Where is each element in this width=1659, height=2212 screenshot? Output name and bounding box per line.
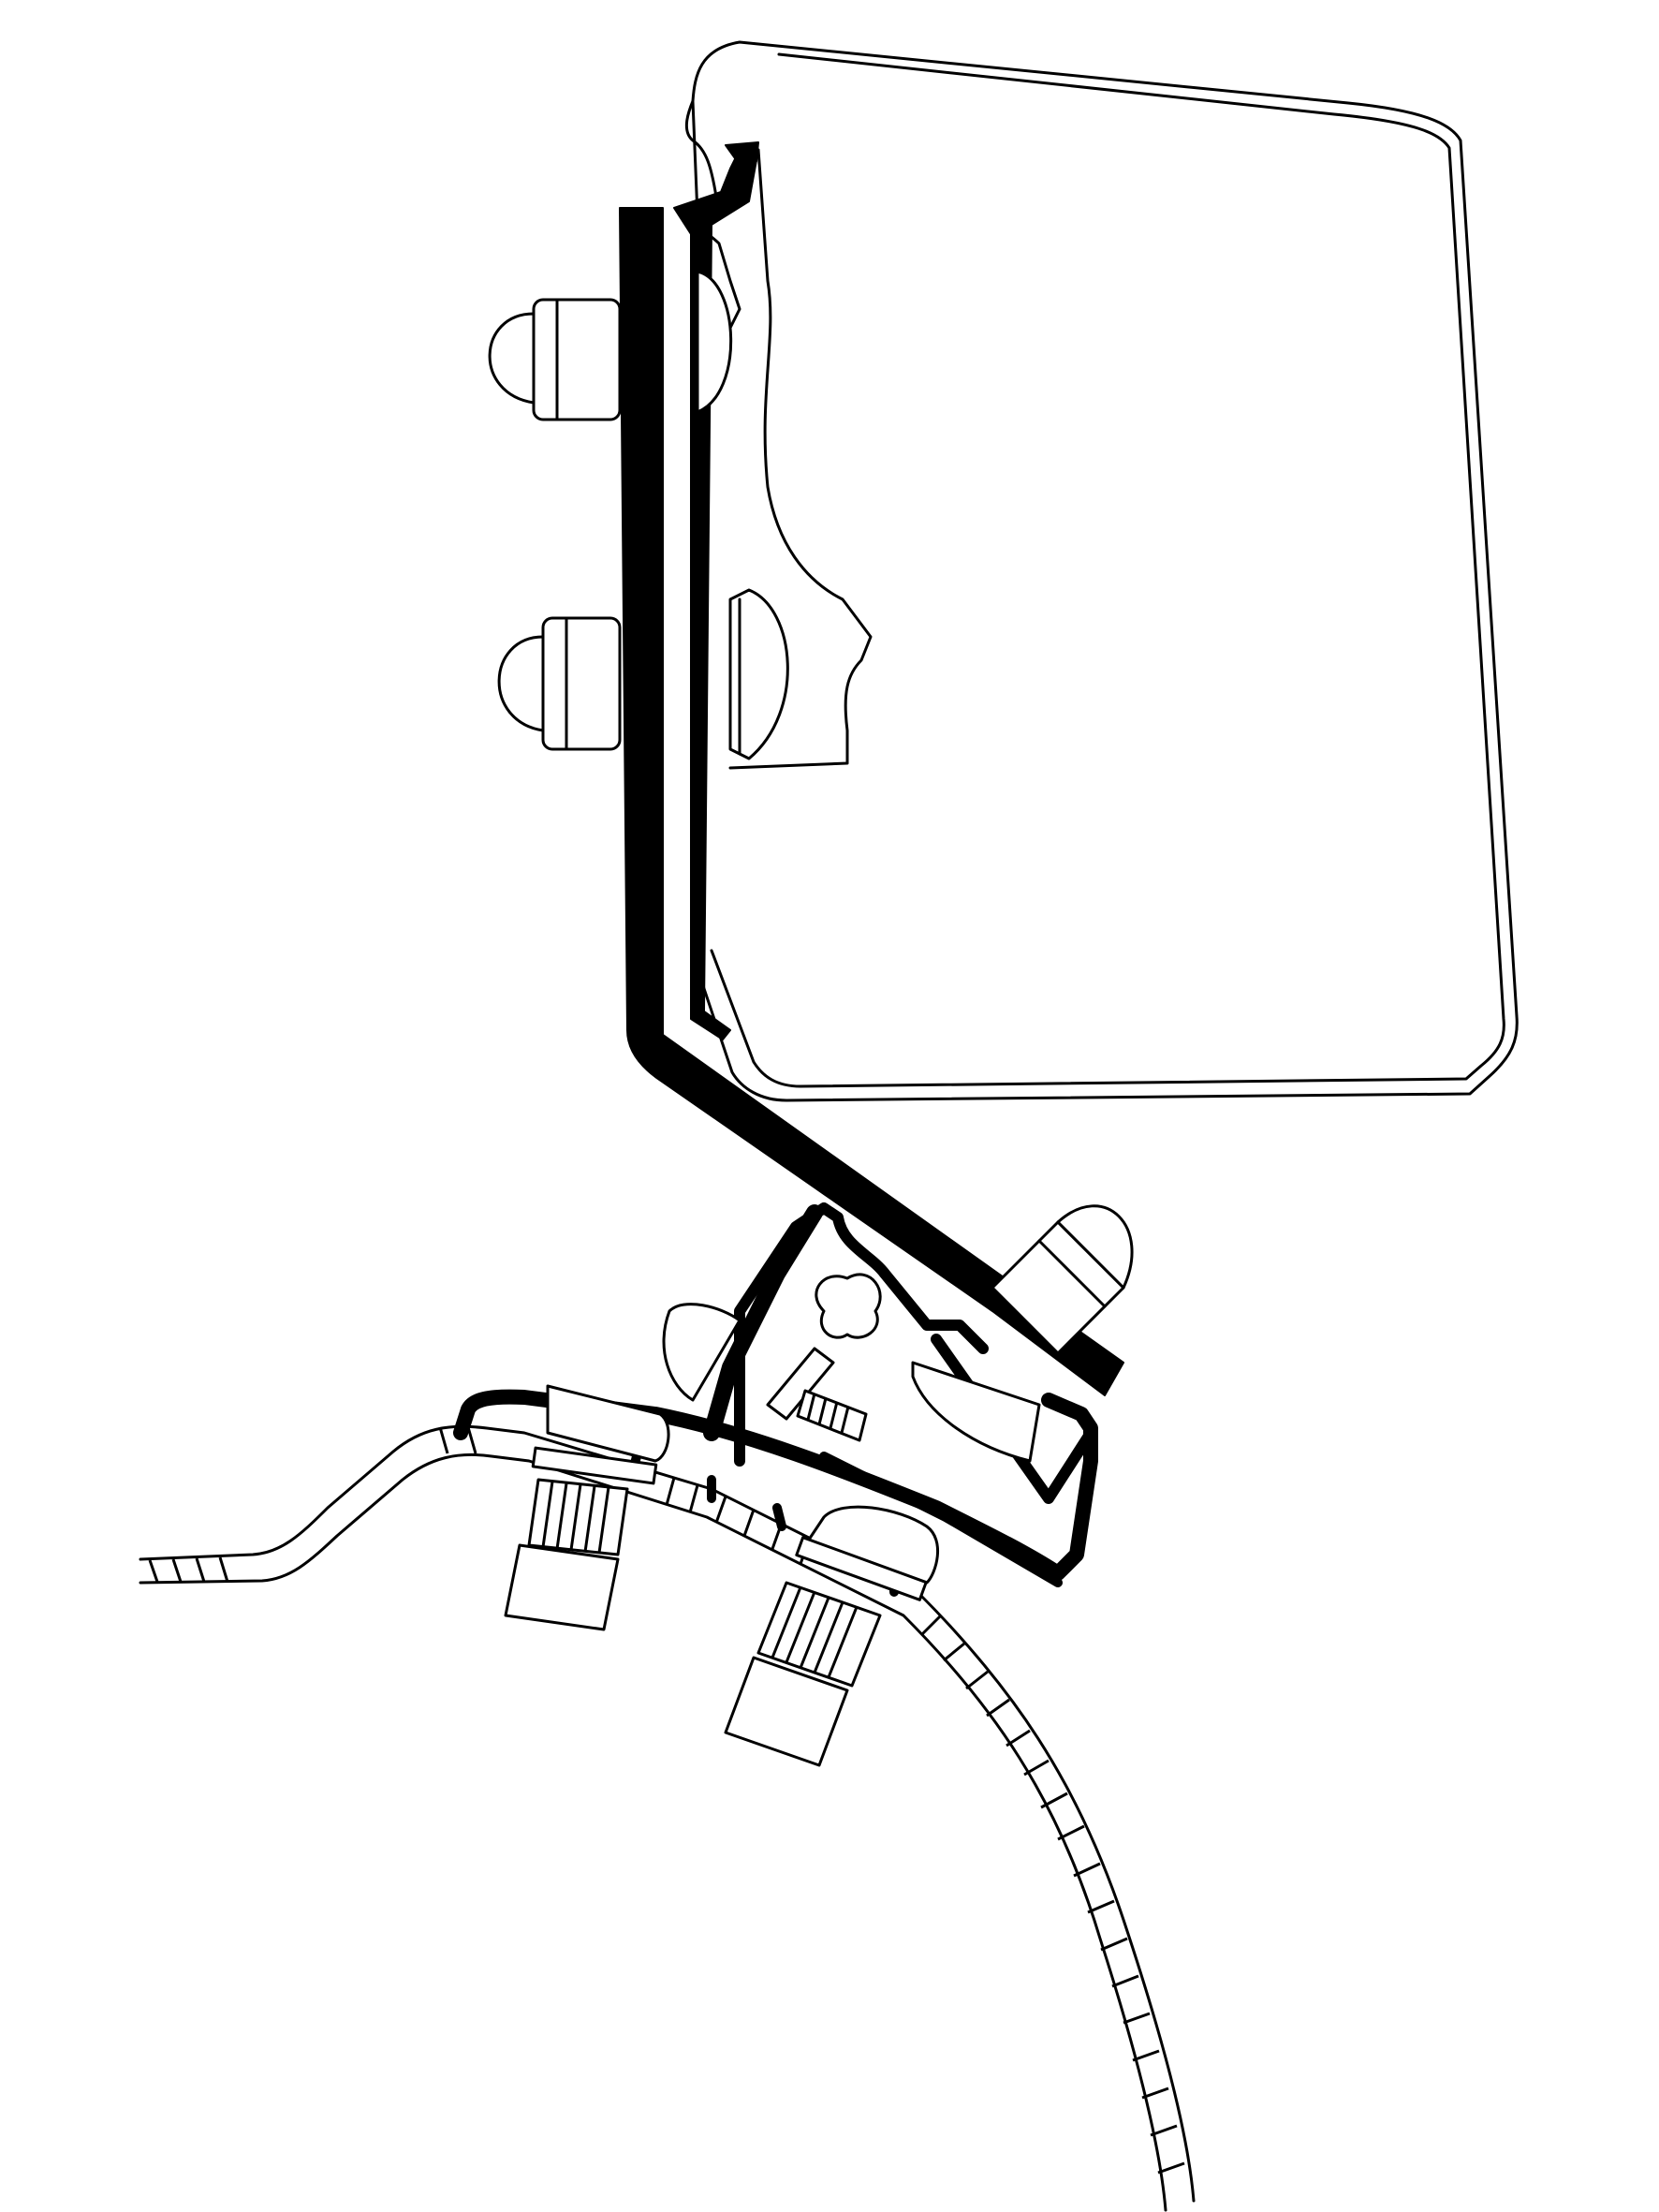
bolt-right-head (803, 1505, 940, 1585)
clamp-bolt-left (504, 1384, 670, 1631)
bolt-right-tip (724, 1656, 849, 1767)
hinge-keyhole (815, 1273, 882, 1339)
bolt-left-tip (504, 1543, 620, 1631)
bracket-bolt-upper (488, 270, 733, 421)
clamp-insert-lower (728, 588, 789, 760)
dome-nut-right-cap (1056, 1204, 1134, 1290)
cassette-inner-outline (710, 52, 1505, 1088)
dome-nut-right-edge (1037, 1239, 1107, 1308)
bolt-left-head (546, 1384, 670, 1463)
bracket-bolt-lower (497, 588, 789, 760)
bolt-right-ribs (771, 1586, 859, 1678)
threaded-rod (796, 1389, 868, 1442)
bolt-left-washer (531, 1446, 658, 1485)
clamp-stem (703, 1204, 823, 1441)
dome-nut-lower-cap (497, 635, 545, 732)
tube-hatching (148, 1426, 1185, 2175)
clamp-bolt-upper-right (991, 1204, 1134, 1355)
cassette-channel (728, 148, 873, 770)
bolt-right-washer (795, 1536, 928, 1601)
clamp-pin (766, 1347, 835, 1421)
clamp-bolt-upper-left (662, 1303, 741, 1402)
clamp-inner-profile (734, 1202, 989, 1467)
tube-outer-edge (139, 1424, 1196, 2203)
small-dome-body (662, 1303, 741, 1402)
dome-nut-upper-cap (488, 312, 536, 405)
cassette-outer-shell (691, 40, 1519, 1102)
clamp-jaw-insert (911, 1361, 1041, 1463)
clamp-bolt-right (724, 1505, 940, 1767)
mounting-bracket (619, 141, 1124, 1396)
awning-cassette (684, 40, 1519, 1102)
clamp-mechanism (766, 1273, 1041, 1463)
bolt-left-ribs (541, 1481, 610, 1554)
bracket-top-hook (725, 141, 759, 166)
threaded-rod-threads (806, 1393, 850, 1434)
mirror-arm-tube (139, 1424, 1196, 2212)
tube-inner-edge (139, 1453, 1167, 2212)
clamp-crossbar (819, 1452, 1063, 1587)
dome-nut-lower-body (541, 616, 622, 751)
dome-nut-upper-body (532, 298, 622, 421)
washer-upper (696, 270, 733, 414)
bracket-plate (619, 207, 1124, 1396)
